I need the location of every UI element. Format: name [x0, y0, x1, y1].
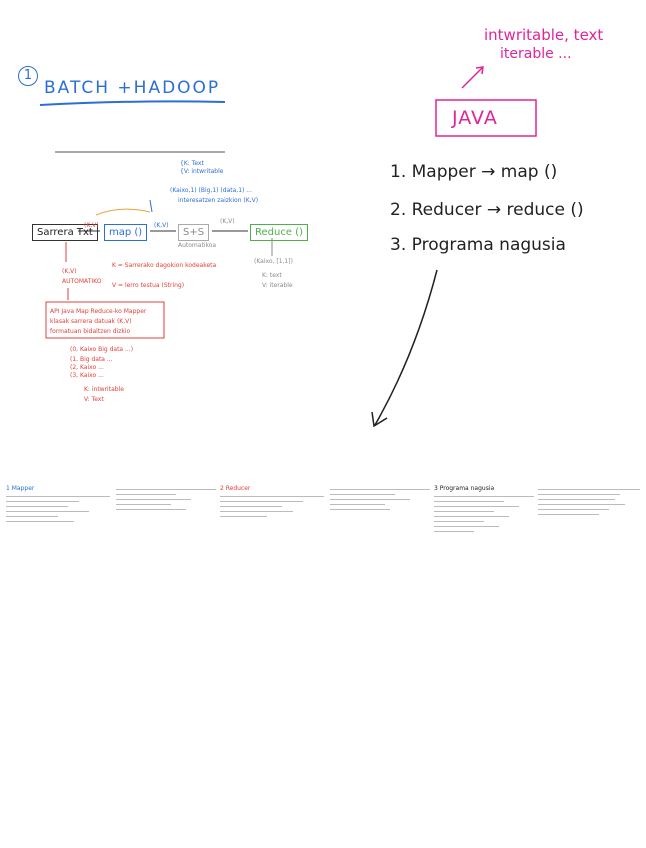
out-k: K: text [262, 272, 282, 279]
kv-label-1: (K,V) [84, 222, 99, 229]
api-note-3: formatuan bidaltzen dizkio [50, 328, 131, 335]
source-box: Sarrera Txt [32, 224, 98, 241]
java-note-line1: intwritable, text [484, 26, 604, 44]
map-box: map () [104, 224, 148, 241]
v-note: V = lerro testua (String) [112, 282, 185, 289]
java-note-line2: iterable ... [500, 46, 572, 62]
mid-top: (Kaixo,1) (Big,1) (data,1) ... [170, 187, 252, 194]
kv-left-sub: AUTOMATIKO [62, 278, 102, 285]
api-note-2: klasak sarrera datuak (K,V) [50, 318, 132, 325]
kv-label-3: (K,V) [220, 218, 235, 225]
thumbnail-title: 3 Programa nagusia [434, 485, 495, 492]
kt-top2: {V: intwritable [180, 168, 224, 175]
list-line-1: (0, Kaixo Big data ...) [70, 346, 134, 353]
out-v: V: iterable [262, 282, 293, 289]
mid-top2: interesatzen zaizkion (K,V) [178, 197, 259, 204]
list-line-4: (3, Kaixo ... [70, 372, 104, 379]
java-list-item-1: 1. Mapper → map () [390, 162, 558, 182]
list-line-3: (2, Kaixo ... [70, 364, 104, 371]
out-kv: (Kaixo, [1,1]) [254, 258, 293, 265]
java-label: JAVA [452, 107, 498, 129]
k-note: K = Sarrerako dagokion kodeaketa [112, 262, 217, 269]
kt-top: {K: Text [180, 160, 204, 167]
page-thumbnail-1[interactable]: 1 Mapper [6, 485, 110, 585]
section-number-text: 1 [23, 68, 33, 83]
section-number: 1 [18, 66, 38, 86]
java-list-item-2: 2. Reducer → reduce () [390, 200, 584, 220]
java-list-item-3: 3. Programa nagusia [390, 235, 566, 255]
sns-sub: Automatikoa [178, 242, 217, 249]
page-thumbnail-4[interactable] [330, 485, 430, 585]
kv-left: (K,V) [62, 268, 77, 275]
thumbnail-title: 2 Reducer [220, 485, 251, 492]
api-note-1: API Java Map Reduce-ko Mapper [50, 308, 147, 315]
thumbnail-title: 1 Mapper [6, 485, 35, 492]
page-thumbnail-5[interactable]: 3 Programa nagusia [434, 485, 534, 595]
sns-box: S+S [178, 224, 210, 241]
page-thumbnail-2[interactable] [116, 485, 216, 585]
list-k: K: intwritable [84, 386, 124, 393]
kv-label-2: (K,V) [154, 222, 169, 229]
list-v: V: Text [84, 396, 104, 403]
list-line-2: (1, Big data ... [70, 356, 113, 363]
page-thumbnail-3[interactable]: 2 Reducer [220, 485, 324, 585]
reduce-box: Reduce () [250, 224, 308, 241]
page-thumbnail-6[interactable] [538, 485, 640, 585]
section-title: BATCH +HADOOP [44, 78, 221, 98]
